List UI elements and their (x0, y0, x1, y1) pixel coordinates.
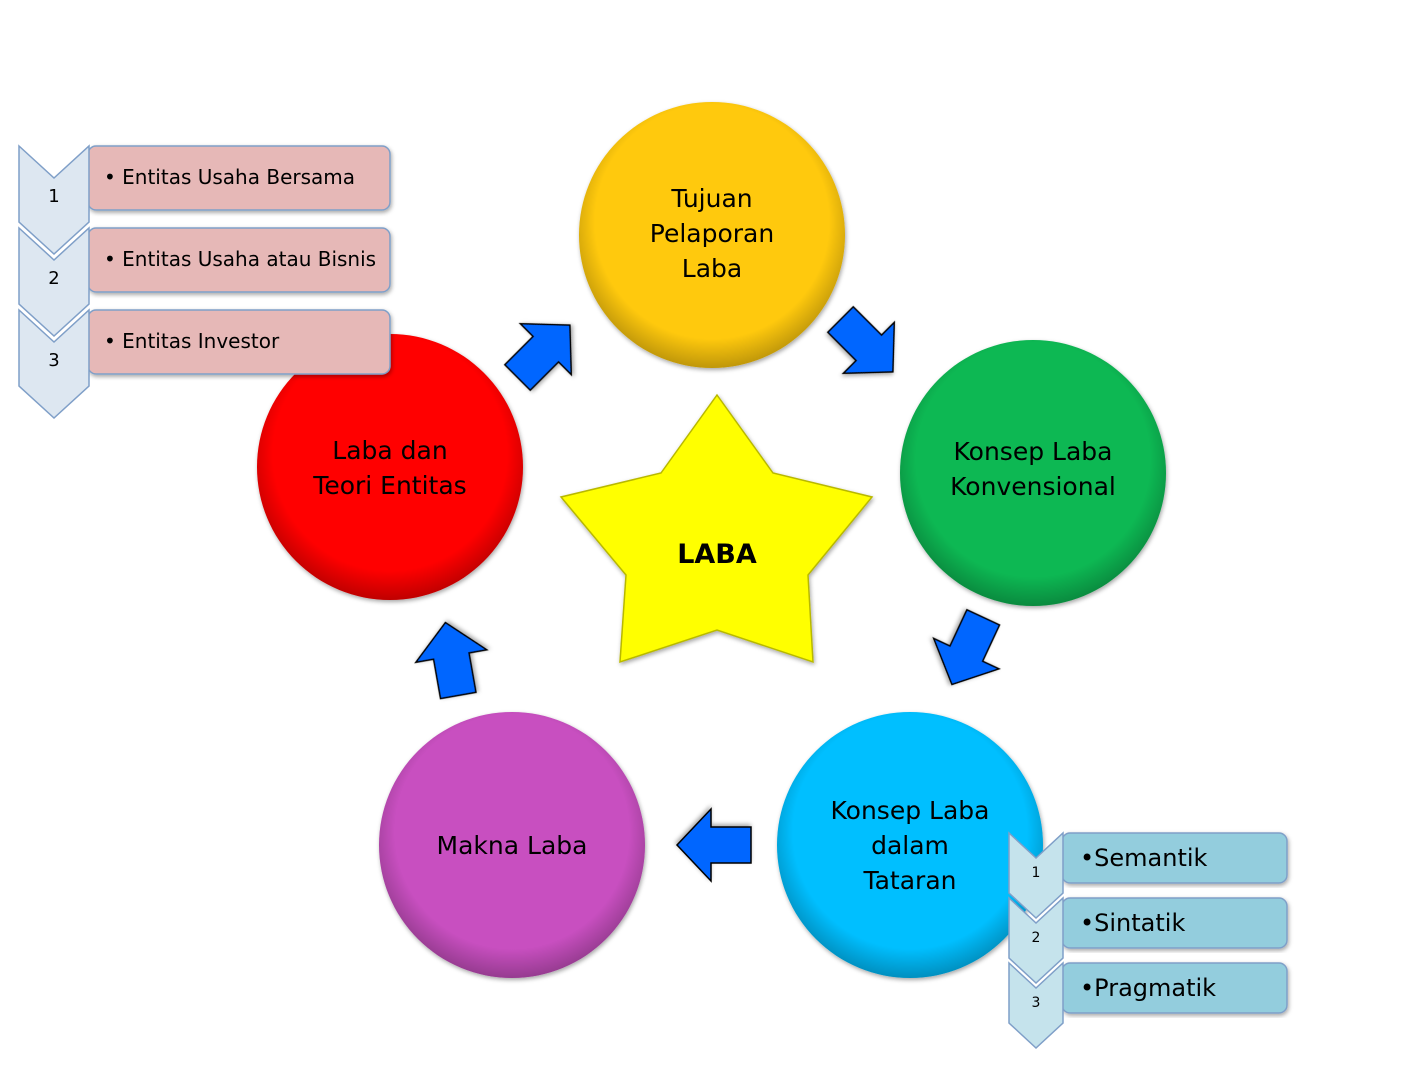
node-makna-laba: Makna Laba (379, 712, 645, 978)
node-label-line: Makna Laba (437, 831, 588, 860)
node-label-line: Teori Entitas (312, 471, 466, 500)
node-label-line: Konvensional (950, 472, 1116, 501)
list-item: 1 • Entitas Usaha Bersama (18, 144, 391, 256)
chevron-icon (1008, 896, 1064, 985)
center-label: LABA (677, 539, 757, 570)
list-item-number: 1 (48, 186, 59, 207)
chevron-icon (18, 308, 90, 420)
node-circle-shade (777, 712, 1043, 978)
list-item-text: •Semantik (1080, 844, 1208, 872)
node-label-line: Konsep Laba (954, 437, 1113, 466)
list-item-number: 2 (1032, 930, 1041, 946)
list-item: 3 • Entitas Investor (18, 308, 391, 420)
arrows-group (414, 305, 1001, 883)
node-konsep-laba-konvensional: Konsep Laba Konvensional (900, 340, 1166, 606)
node-tujuan-pelaporan-laba: Tujuan Pelaporan Laba (579, 102, 845, 368)
chevron-icon (1008, 831, 1064, 920)
tataran-list: 1 •Semantik 2 •Sintatik 3 •Pragmatik (1008, 831, 1288, 1050)
chevron-icon (18, 144, 90, 256)
list-item: 1 •Semantik (1008, 831, 1288, 920)
list-item-number: 1 (1032, 865, 1041, 881)
node-laba-dan-teori-entitas: Laba dan Teori Entitas (257, 334, 523, 600)
list-item-number: 2 (48, 268, 59, 289)
list-item: 2 •Sintatik (1008, 896, 1288, 985)
node-label-line: dalam (871, 831, 949, 860)
node-circle-shade (579, 102, 845, 368)
center-star: LABA (559, 393, 874, 664)
arrow-tujuan-to-konvensional (826, 305, 896, 375)
list-item-text: •Pragmatik (1080, 974, 1216, 1002)
list-item: 3 •Pragmatik (1008, 961, 1288, 1050)
arrow-konvensional-to-tataran (932, 608, 1001, 686)
node-circle-shade (379, 712, 645, 978)
star-shape (559, 393, 874, 664)
node-label-line: Tujuan (670, 184, 752, 213)
chevron-icon (1008, 961, 1064, 1050)
list-item-text: •Sintatik (1080, 909, 1185, 937)
list-item-text: • Entitas Usaha Bersama (104, 165, 355, 189)
node-label-line: Pelaporan (650, 219, 774, 248)
node-circle-shade (900, 340, 1166, 606)
list-item-number: 3 (1032, 995, 1041, 1011)
node-label-line: Tataran (862, 866, 956, 895)
node-label-line: Laba dan (332, 436, 447, 465)
chevron-icon (18, 226, 90, 338)
entitas-list: 1 • Entitas Usaha Bersama 2 • Entitas Usaha… (18, 144, 391, 420)
list-item-text: • Entitas Usaha atau Bisnis (104, 247, 376, 271)
node-konsep-laba-dalam-tataran: Konsep Laba dalam Tataran (777, 712, 1043, 978)
list-item-number: 3 (48, 350, 59, 371)
node-label-line: Laba (682, 254, 742, 283)
node-label-line: Konsep Laba (831, 796, 990, 825)
arrow-tataran-to-makna (675, 807, 752, 883)
node-circle-shade (257, 334, 523, 600)
arrow-makna-to-entitas (414, 621, 489, 700)
list-item: 2 • Entitas Usaha atau Bisnis (18, 226, 391, 338)
list-item-text: • Entitas Investor (104, 329, 280, 353)
arrow-entitas-to-tujuan (503, 322, 573, 392)
